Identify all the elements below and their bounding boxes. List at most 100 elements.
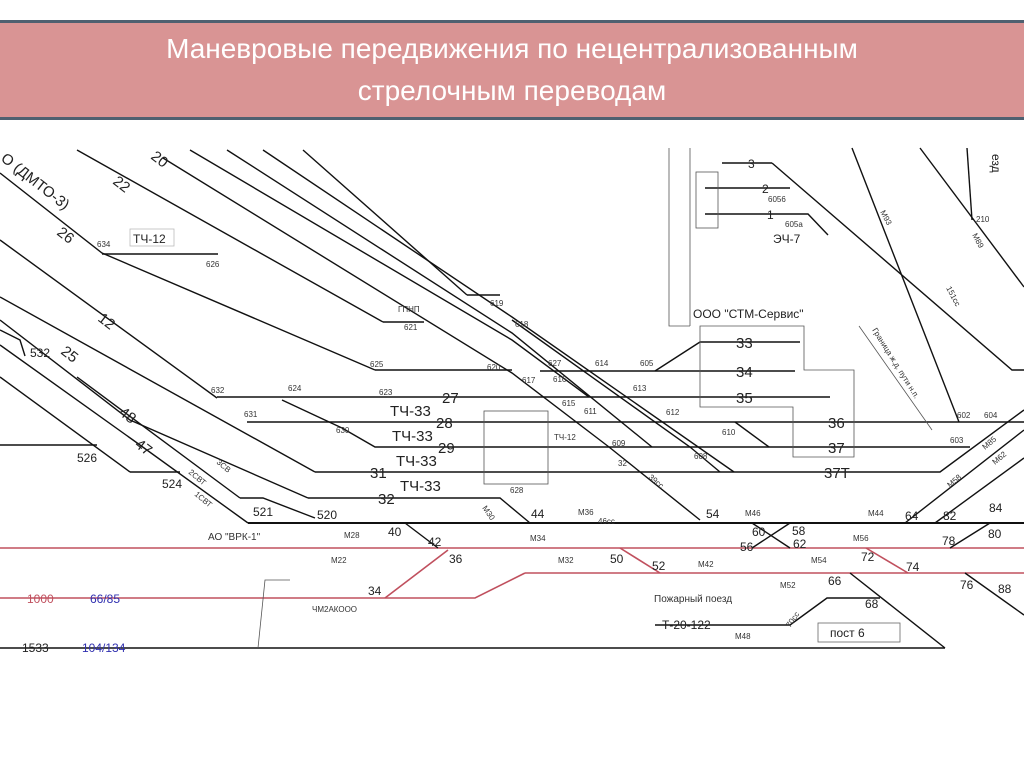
track-33 xyxy=(654,341,800,372)
diagonal-614 xyxy=(511,319,721,473)
siding-label: 25 xyxy=(58,343,82,367)
signal-label: М54 xyxy=(811,556,827,565)
track-number: 31 xyxy=(370,465,387,482)
slide-title: Маневровые передвижения по нецентрализов… xyxy=(166,28,858,112)
switch-number: 36 xyxy=(449,552,463,566)
switch-number: 526 xyxy=(77,451,97,465)
org-label: Пожарный поезд xyxy=(654,594,732,605)
stm-boundary xyxy=(668,148,691,327)
track-number: 36 xyxy=(828,415,845,432)
track-number: 66/85 xyxy=(90,592,120,606)
track-29-37 xyxy=(341,427,970,448)
track-number: 27 xyxy=(442,390,459,407)
switch-number: 620 xyxy=(487,363,501,372)
siding-label: 47 xyxy=(132,436,156,460)
switch-number: 619 xyxy=(490,299,504,308)
signal-label: М32 xyxy=(558,556,574,565)
diagonal-630 xyxy=(281,399,343,429)
track-1 xyxy=(705,213,829,236)
switch-number: 602 xyxy=(957,411,971,420)
track-521 xyxy=(240,497,316,519)
switch-number: 632 xyxy=(211,386,225,395)
switch-number: 74 xyxy=(906,560,920,574)
switch-number: 210 xyxy=(976,215,990,224)
switch-number: 532 xyxy=(30,346,50,360)
switch-number: 50 xyxy=(610,552,624,566)
diagonal-25 xyxy=(0,296,316,473)
signal-label: М56 xyxy=(853,534,869,543)
diagonal-610 xyxy=(734,421,770,448)
switch-number: 634 xyxy=(97,240,111,249)
crossover-40-42 xyxy=(404,522,439,549)
switch-number: 78 xyxy=(942,534,956,548)
diagonal-d xyxy=(302,149,468,296)
track-number: 28 xyxy=(436,415,453,432)
track-number: 2 xyxy=(762,182,769,196)
diagonal-48 xyxy=(0,319,309,499)
signal-label: М89 xyxy=(970,232,986,250)
switch-number: 631 xyxy=(244,410,258,419)
diagonal-20 xyxy=(162,157,701,521)
signal-label: М42 xyxy=(698,560,714,569)
misc-label: 46сс xyxy=(598,517,615,526)
switch-number: 52 xyxy=(652,559,666,573)
diagonal-12 xyxy=(0,239,218,399)
diagonal-64 xyxy=(904,429,1024,524)
switch-number: 520 xyxy=(317,508,337,522)
switch-number: 604 xyxy=(984,411,998,420)
switch-number: 62 xyxy=(793,537,807,551)
track-number: 1000 xyxy=(27,592,54,606)
switch-number: 40 xyxy=(388,525,402,539)
misc-label: ГПНП xyxy=(398,305,420,314)
switch-number: 612 xyxy=(666,408,680,417)
depot-label: ТЧ-12 xyxy=(133,232,166,246)
diagonal-vert xyxy=(966,147,973,221)
siding-label: 26 xyxy=(54,224,78,248)
switch-number: 623 xyxy=(379,388,393,397)
switch-number: 76 xyxy=(960,578,974,592)
diagonal-47 xyxy=(0,344,249,524)
switch-number: 630 xyxy=(336,426,350,435)
misc-label: 151сс xyxy=(944,285,962,308)
signal-label: М46 xyxy=(745,509,761,518)
labels: О (ДМТО-3) 20 22 26 12 25 48 47 ТЧ-12 ТЧ… xyxy=(0,148,1003,655)
org-label: ООО "СТМ-Сервис" xyxy=(693,307,804,321)
stm-area-outline xyxy=(699,325,855,458)
track-number: 37 xyxy=(828,440,845,457)
track-number: 29 xyxy=(438,440,455,457)
signal-label: М58 xyxy=(946,472,964,489)
org-label: пост 6 xyxy=(830,626,865,640)
switch-number: 625 xyxy=(370,360,384,369)
switch-number: 80 xyxy=(988,527,1002,541)
crossover-76-88 xyxy=(964,572,1024,616)
signal-label: М30 xyxy=(480,504,497,522)
switch-number: 615 xyxy=(562,399,576,408)
track-number: 35 xyxy=(736,390,753,407)
diagonal-26 xyxy=(0,172,376,371)
switch-number: 627 xyxy=(548,359,562,368)
switch-number: 610 xyxy=(722,428,736,437)
switch-number: 56 xyxy=(740,540,754,554)
track-32 xyxy=(308,497,531,524)
crossover-58-56 xyxy=(751,522,791,549)
track-number: 104/134 xyxy=(82,641,126,655)
stm-building xyxy=(695,171,719,229)
signal-label: М22 xyxy=(331,556,347,565)
diagonal-532 xyxy=(0,329,26,357)
siding-label: 20 xyxy=(148,148,172,172)
switch-number: 64 xyxy=(905,509,919,523)
switch-number: 58 xyxy=(792,524,806,538)
misc-label: 1СВТ xyxy=(193,490,214,510)
signal-label: М52 xyxy=(780,581,796,590)
switch-number: 608 xyxy=(694,452,708,461)
org-label: езд xyxy=(989,154,1003,173)
misc-label: 70сс xyxy=(784,610,801,629)
switch-number: 32 xyxy=(618,459,627,468)
depot-label: ТЧ-33 xyxy=(400,478,441,495)
diagonal-22 xyxy=(76,149,384,323)
track-1000 xyxy=(0,572,526,599)
signal-label: ЧМ2АКООО xyxy=(312,605,357,614)
